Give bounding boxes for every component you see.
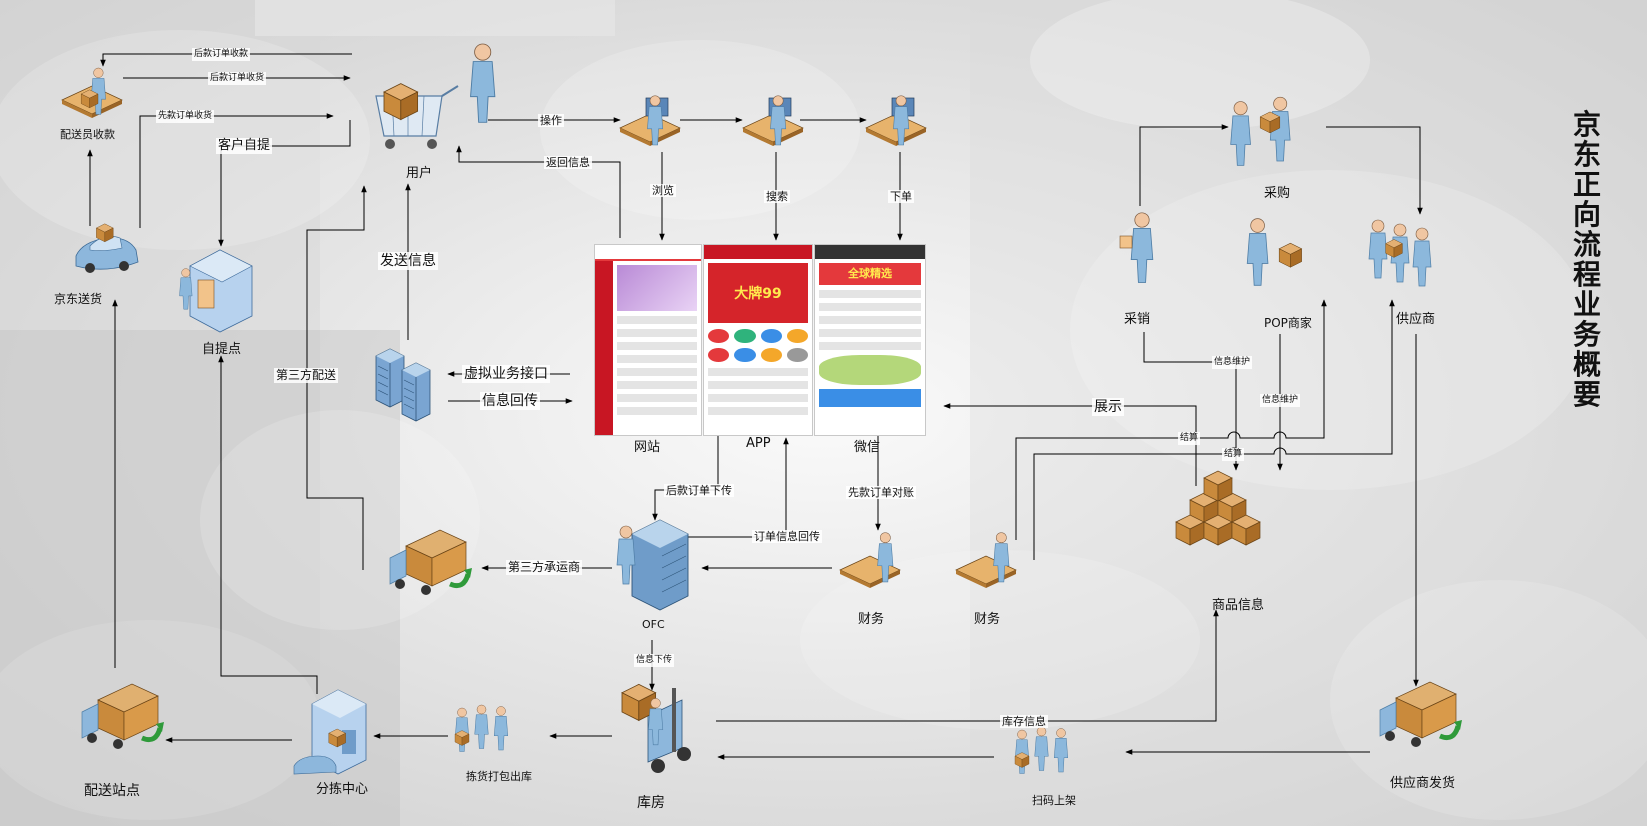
edge-label-order-info-return: 订单信息回传 <box>752 530 822 543</box>
edge-prepay-receive <box>139 113 334 228</box>
website-screenshot <box>594 244 702 436</box>
edge-inventory-info <box>716 609 1219 722</box>
edge-label-display: 展示 <box>1092 398 1124 416</box>
label-courier-collect: 配送员收款 <box>60 128 115 141</box>
wechat-banner-text: 全球精选 <box>848 267 892 280</box>
edge-label-place-order: 下单 <box>888 190 914 203</box>
label-finance-right: 财务 <box>974 612 1001 627</box>
label-wechat: 微信 <box>854 440 881 455</box>
forklift-icon <box>621 683 691 773</box>
edge-label-info-down: 信息下传 <box>634 654 675 667</box>
finance-desk-icon <box>955 532 1017 589</box>
server-icon <box>375 348 431 422</box>
edge-label-search: 搜索 <box>764 190 790 203</box>
label-finance-left: 财务 <box>858 612 885 627</box>
business-person-icon <box>1119 212 1154 283</box>
storefront-icon <box>179 249 253 333</box>
ofc-server-person-icon <box>616 519 689 611</box>
courier-desk-icon <box>61 67 123 119</box>
edge-label-browse: 浏览 <box>650 184 676 197</box>
shopping-cart-person-icon <box>375 43 496 149</box>
edge-label-info-maintain-2: 信息维护 <box>1260 394 1301 407</box>
computer-user-icon <box>866 96 926 146</box>
label-pick-pack: 拣货打包出库 <box>466 770 532 783</box>
edge-label-virtual-interface: 虚拟业务接口 <box>462 365 550 383</box>
label-user: 用户 <box>406 166 433 181</box>
business-person-icon <box>1368 219 1432 287</box>
label-sorting-center: 分拣中心 <box>316 782 369 797</box>
warehouse-workers-icon <box>1014 726 1069 774</box>
edge-display <box>943 403 1197 486</box>
edge-return-info <box>456 145 621 238</box>
label-pop-merchant: POP商家 <box>1264 316 1312 330</box>
wechat-screenshot: 全球精选 <box>814 244 926 436</box>
edge-postpay-collect <box>100 53 352 67</box>
label-procurement: 采销 <box>1124 312 1151 327</box>
delivery-truck-icon <box>82 684 164 749</box>
edge-label-info-return: 信息回传 <box>480 392 540 410</box>
car-icon <box>75 223 139 273</box>
edge-third-party-delivery <box>306 185 367 570</box>
edge-label-postpay-receive: 后款订单收货 <box>208 72 267 85</box>
app-screenshot: 大牌99 <box>703 244 813 436</box>
label-website: 网站 <box>634 440 661 455</box>
edge-label-settle-1: 结算 <box>1178 432 1201 445</box>
edge-label-send-info: 发送信息 <box>378 252 438 270</box>
edge-label-third-party-carrier: 第三方承运商 <box>506 560 583 575</box>
label-ofc: OFC <box>642 618 665 631</box>
label-delivery-station: 配送站点 <box>84 783 140 799</box>
edge-label-inventory-info: 库存信息 <box>1000 715 1048 728</box>
app-banner-text: 大牌99 <box>734 286 782 302</box>
finance-desk-icon <box>839 532 901 589</box>
label-pickup-point: 自提点 <box>202 342 242 357</box>
label-supplier: 供应商 <box>1396 312 1436 327</box>
label-scan-shelve: 扫码上架 <box>1032 794 1076 807</box>
computer-user-icon <box>620 96 680 146</box>
page-title: 京东正向流程业务概要 <box>1572 108 1601 411</box>
label-jd-delivery: 京东送货 <box>54 292 103 306</box>
label-app: APP <box>746 436 771 451</box>
label-product-info: 商品信息 <box>1212 598 1265 613</box>
edge-settle-1 <box>1015 299 1327 540</box>
label-warehouse: 库房 <box>637 795 665 811</box>
edge-label-prepay-receive: 先款订单收货 <box>156 110 215 123</box>
edge-procurement-to-purchase <box>1139 124 1229 206</box>
edge-label-postpay-collect: 后款订单收款 <box>192 48 251 61</box>
edge-label-third-party-delivery: 第三方配送 <box>274 368 339 383</box>
edge-postpay-order-down <box>652 436 719 521</box>
sorting-building-icon <box>293 689 367 775</box>
delivery-truck-icon <box>390 530 472 595</box>
edge-sorting-to-pickup <box>218 355 318 694</box>
business-person-icon <box>1246 218 1302 286</box>
label-supplier-ship: 供应商发货 <box>1390 776 1456 791</box>
warehouse-workers-icon <box>454 704 509 752</box>
edge-label-operate: 操作 <box>538 114 564 127</box>
edge-label-settle-2: 结算 <box>1222 448 1245 461</box>
edge-info-maintain-1 <box>1143 332 1239 471</box>
business-person-icon <box>1230 96 1291 166</box>
edge-label-customer-pickup: 客户自提 <box>216 138 273 154</box>
label-purchase: 采购 <box>1264 186 1291 201</box>
edge-label-prepay-reconcile: 先款订单对账 <box>846 486 916 499</box>
computer-user-icon <box>743 96 803 146</box>
delivery-truck-icon <box>1380 682 1462 747</box>
edge-label-return-info: 返回信息 <box>544 156 592 169</box>
edge-label-postpay-order-down: 后款订单下传 <box>664 484 734 497</box>
edge-purchase-to-supplier <box>1326 126 1423 215</box>
box-pyramid-icon <box>1175 470 1261 546</box>
edge-label-info-maintain-1: 信息维护 <box>1212 356 1253 369</box>
edge-customer-pickup <box>218 120 351 247</box>
